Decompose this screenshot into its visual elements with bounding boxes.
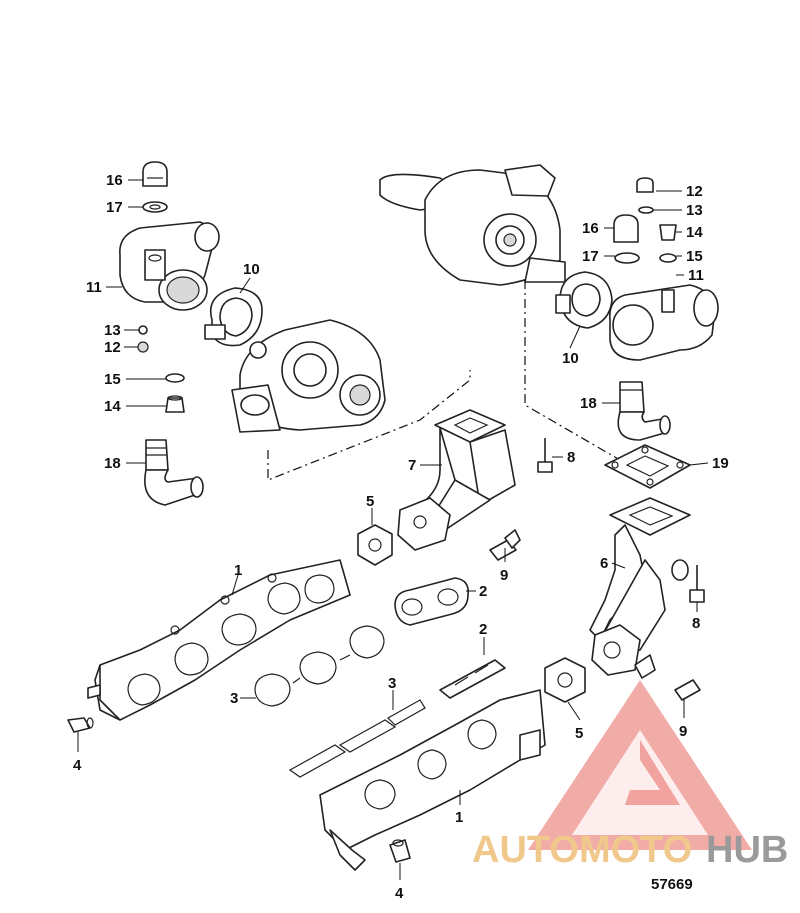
manifold-gasket-3-center bbox=[288, 699, 426, 778]
bolt-9-right bbox=[634, 654, 701, 701]
washer-17-right bbox=[614, 252, 640, 264]
lock-washer-left bbox=[165, 373, 185, 383]
callout-4-left: 4 bbox=[73, 757, 82, 774]
manifold-gasket-2-lower bbox=[439, 659, 506, 699]
callout-4-bottom: 4 bbox=[395, 885, 404, 902]
callout-3-left: 3 bbox=[230, 690, 238, 707]
right-elbow-group bbox=[555, 177, 719, 441]
callout-10-right: 10 bbox=[562, 350, 579, 367]
watermark-text-hub: HUB bbox=[706, 829, 788, 871]
watermark-logo bbox=[528, 680, 752, 850]
washer-left bbox=[142, 201, 168, 213]
washer-12-left bbox=[137, 341, 149, 353]
plug-12-right bbox=[636, 177, 654, 193]
callout-7: 7 bbox=[408, 457, 416, 474]
callout-14-right: 14 bbox=[686, 224, 703, 241]
fitting-14-left bbox=[165, 395, 185, 413]
callout-5-right: 5 bbox=[575, 725, 583, 742]
callout-15-left: 15 bbox=[104, 371, 121, 388]
callout-9-right: 9 bbox=[679, 723, 687, 740]
nut-13-left bbox=[138, 325, 148, 335]
callout-11-right: 11 bbox=[688, 267, 704, 284]
exhaust-elbow-right bbox=[608, 284, 719, 361]
callout-3-center: 3 bbox=[388, 675, 396, 692]
turbo-adapter-7 bbox=[397, 409, 516, 551]
turbo-adapter-6 bbox=[589, 497, 691, 676]
v-band-clamp-left bbox=[204, 287, 263, 347]
callout-18-right: 18 bbox=[580, 395, 597, 412]
callout-13-right: 13 bbox=[686, 202, 703, 219]
callout-18-left: 18 bbox=[104, 455, 121, 472]
lock-washer-right bbox=[659, 253, 677, 263]
callout-5-left: 5 bbox=[366, 493, 374, 510]
callout-2-lower: 2 bbox=[479, 621, 487, 638]
exhaust-manifold-right bbox=[319, 689, 546, 871]
hose-fitting-right bbox=[617, 381, 671, 441]
bolt-8-upper bbox=[537, 438, 553, 473]
dashed-assembly-line-right bbox=[524, 280, 621, 461]
stud-4-bottom bbox=[389, 839, 411, 863]
hose-fitting-left bbox=[144, 439, 204, 506]
callout-12-right: 12 bbox=[686, 183, 703, 200]
exhaust-elbow-left bbox=[119, 221, 220, 311]
callout-17-right: 17 bbox=[582, 248, 599, 265]
callout-6: 6 bbox=[600, 555, 608, 572]
leader-lines bbox=[77, 179, 709, 880]
callout-8-upper: 8 bbox=[567, 449, 575, 466]
bolt-9-left bbox=[489, 529, 521, 561]
callout-15-right: 15 bbox=[686, 248, 703, 265]
callout-13-left: 13 bbox=[104, 322, 121, 339]
turbocharger-right bbox=[379, 164, 566, 286]
left-elbow-group bbox=[119, 161, 220, 506]
exhaust-manifold-left bbox=[87, 559, 351, 721]
flange-gasket-5-left bbox=[357, 524, 393, 566]
flange-gasket-5-right bbox=[544, 657, 586, 703]
callout-1-right: 1 bbox=[455, 809, 463, 826]
callout-16-left: 16 bbox=[106, 172, 123, 189]
washer-13-right bbox=[638, 206, 654, 214]
callout-2-upper: 2 bbox=[479, 583, 487, 600]
callout-10-left: 10 bbox=[243, 261, 260, 278]
callout-11-left: 11 bbox=[86, 279, 102, 296]
drain-plug-left bbox=[142, 161, 168, 187]
callout-19: 19 bbox=[712, 455, 729, 472]
bolt-8-lower bbox=[689, 565, 705, 603]
manifold-gasket-3-left bbox=[254, 625, 385, 707]
fitting-14-right bbox=[659, 224, 677, 241]
watermark-text-automoto: AUTOMOTO bbox=[472, 829, 692, 871]
stud-4-left bbox=[67, 717, 94, 733]
callout-1-left: 1 bbox=[234, 562, 242, 579]
callout-14-left: 14 bbox=[104, 398, 121, 415]
callout-9-left: 9 bbox=[500, 567, 508, 584]
manifold-gasket-2-upper bbox=[394, 577, 470, 626]
callout-16-right: 16 bbox=[582, 220, 599, 237]
dashed-assembly-line-left bbox=[267, 370, 471, 481]
turbocharger-left bbox=[231, 319, 386, 433]
callout-8-lower: 8 bbox=[692, 615, 700, 632]
callout-17-left: 17 bbox=[106, 199, 123, 216]
v-band-clamp-right bbox=[555, 271, 613, 329]
callout-12-left: 12 bbox=[104, 339, 121, 356]
figure-number: 57669 bbox=[651, 876, 693, 893]
drain-plug-right bbox=[613, 214, 639, 243]
turbo-flange-gasket bbox=[604, 444, 691, 489]
